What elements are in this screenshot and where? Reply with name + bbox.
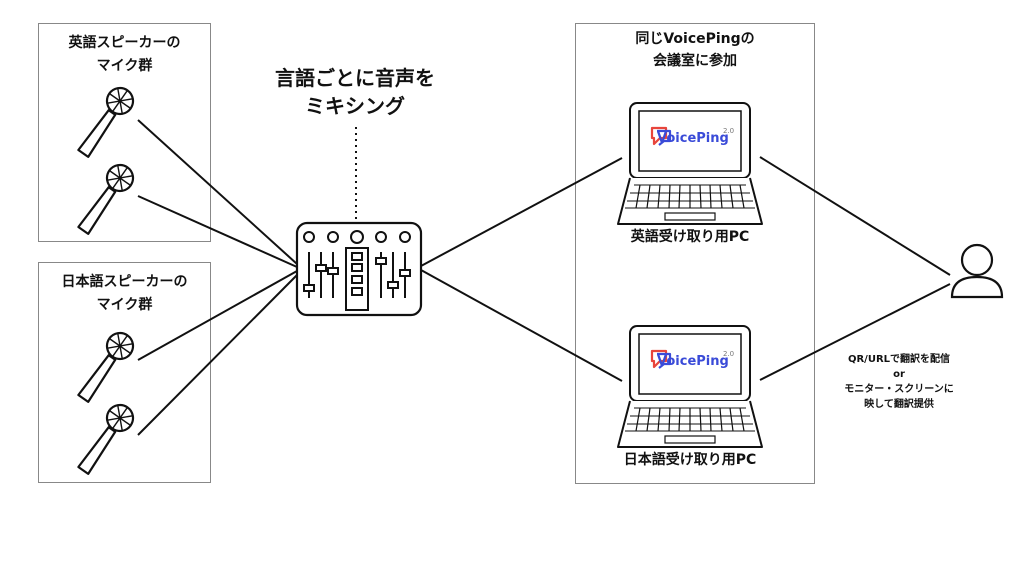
- laptop-icon: [617, 102, 763, 225]
- microphone-icon: [71, 398, 140, 479]
- delivery-note: QR/URLで翻訳を配信 or モニター・スクリーンに 映して翻訳提供: [796, 352, 1002, 412]
- voiceping-logo-text: VoicePing: [657, 354, 729, 369]
- delivery-note-line2: or: [893, 369, 905, 380]
- pc-japanese-label: 日本語受け取り用PC: [623, 452, 757, 468]
- delivery-note-line3: モニター・スクリーンに: [844, 384, 954, 395]
- meeting-room-group: 同じVoicePingの 会議室に参加: [575, 23, 815, 484]
- voiceping-logo-text: VoicePing: [657, 131, 729, 146]
- english-speakers-title-line1: 英語スピーカーの: [68, 35, 181, 51]
- mixing-label-line1: 言語ごとに音声を: [275, 66, 435, 90]
- english-speakers-group: 英語スピーカーの マイク群: [38, 23, 211, 242]
- meeting-title-line2: 会議室に参加: [653, 53, 737, 69]
- mixing-label-line2: ミキシング: [305, 94, 405, 118]
- meeting-title-line1: 同じVoicePingの: [635, 31, 755, 47]
- voiceping-version-text: 2.0: [723, 350, 735, 358]
- pc-english-label: 英語受け取り用PC: [630, 229, 750, 245]
- voiceping-version-text: 2.0: [723, 127, 735, 135]
- microphone-icon: [71, 326, 140, 407]
- person-icon: [950, 243, 1004, 299]
- english-speakers-title-line2: マイク群: [96, 58, 153, 74]
- microphone-icon: [71, 81, 140, 162]
- japanese-speakers-title-line2: マイク群: [96, 297, 153, 313]
- microphone-icon: [71, 158, 140, 239]
- japanese-speakers-group: 日本語スピーカーの マイク群: [38, 262, 211, 483]
- japanese-speakers-title-line1: 日本語スピーカーの: [61, 274, 188, 290]
- delivery-note-line1: QR/URLで翻訳を配信: [847, 354, 951, 365]
- audio-mixer-icon: [295, 221, 423, 317]
- laptop-icon: [617, 325, 763, 448]
- delivery-note-line4: 映して翻訳提供: [864, 399, 934, 410]
